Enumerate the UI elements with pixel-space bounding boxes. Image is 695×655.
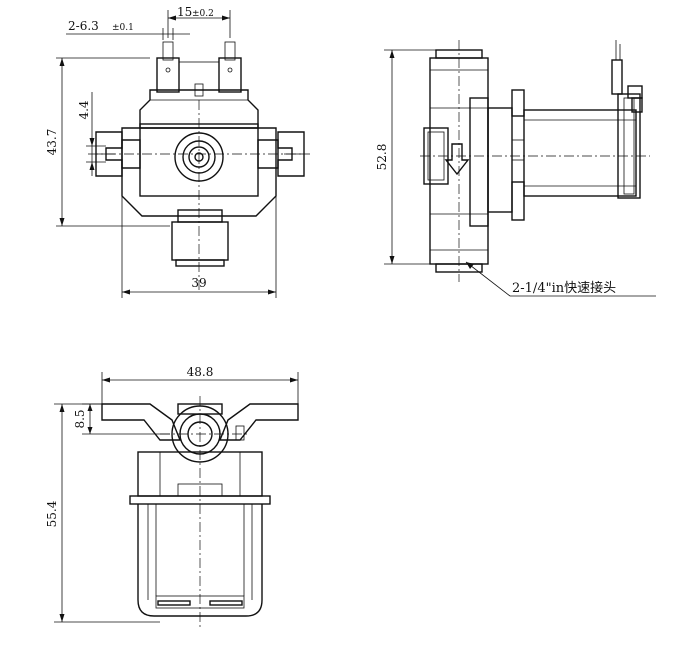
dim-front-height: 43.7	[45, 129, 59, 156]
dim-terminal-spacing: 15	[177, 5, 192, 19]
dim-bottom-height: 55.4	[45, 500, 59, 527]
side-terminals	[611, 40, 643, 113]
connector-callout: 2-1/4"in快速接头	[465, 261, 656, 297]
bottom-dimensions: 48.8 8.5 55.4	[45, 365, 299, 623]
side-view	[420, 40, 650, 282]
dim-front-width: 39	[191, 276, 206, 290]
dim-terminal-spacing-tol: ±0.2	[192, 9, 214, 19]
front-view	[88, 41, 310, 290]
dim-front-inner-height: 4.4	[77, 100, 91, 119]
bottom-center-port	[171, 403, 245, 463]
side-dimensions: 52.8	[375, 49, 436, 265]
front-terminals	[156, 41, 242, 93]
front-dimensions: 15 ±0.2 2-6.3 ±0.1 43.7 4.4 39	[45, 5, 277, 298]
dim-terminal-count: 2-6.3	[68, 19, 99, 33]
bottom-view	[101, 396, 299, 628]
dim-side-height: 52.8	[375, 144, 389, 171]
dim-terminal-tol: ±0.1	[112, 23, 134, 33]
connector-callout-label: 2-1/4"in快速接头	[512, 280, 616, 296]
dim-bottom-flange: 8.5	[73, 409, 87, 428]
side-coil	[523, 93, 641, 199]
dim-bottom-width: 48.8	[187, 365, 214, 379]
bottom-flange	[101, 403, 299, 441]
